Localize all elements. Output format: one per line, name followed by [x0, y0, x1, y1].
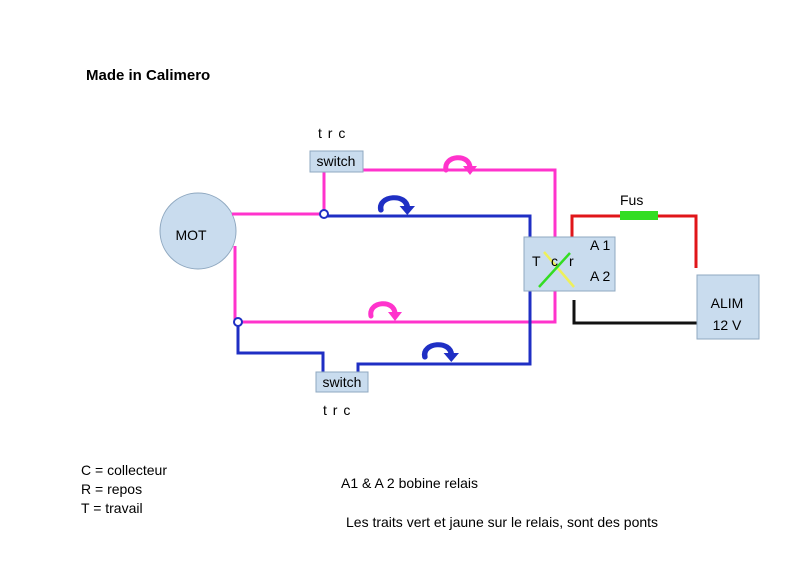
relay-a1-label: A 1	[590, 237, 610, 253]
power-supply-label-2: 12 V	[713, 317, 742, 333]
pink-curved-arrow-icon-bottom	[371, 304, 402, 321]
legend: C = collecteur R = repos T = travail	[81, 461, 167, 518]
pink-wires	[232, 168, 557, 324]
legend-travail: T = travail	[81, 500, 143, 516]
blue-wire-relay-c-down	[356, 290, 532, 376]
switch-top-label: switch	[317, 153, 356, 169]
blue-curved-arrow-icon-bottom	[425, 345, 459, 362]
fuse-label: Fus	[620, 192, 643, 208]
switch-top: t r c switch	[309, 125, 364, 173]
blue-wire-top-to-relay-c	[326, 214, 532, 237]
relay: T c r A 1 A 2	[523, 236, 616, 292]
junction-top	[319, 209, 329, 219]
switch-bottom-terminals: t r c	[323, 402, 351, 418]
switch-top-box	[309, 150, 364, 173]
motor-label: MOT	[175, 227, 207, 243]
relay-c-label: c	[551, 253, 558, 269]
legend-repos: R = repos	[81, 481, 143, 497]
legend-collecteur: C = collecteur	[81, 462, 167, 478]
switch-bottom: switch t r c	[315, 371, 369, 418]
relay-yellow-bridge	[543, 251, 575, 288]
blue-wires	[236, 214, 532, 376]
relay-r-label: r	[569, 253, 574, 269]
black-wire-relay-to-alim	[572, 300, 697, 325]
relay-a2-label: A 2	[590, 268, 610, 284]
junction-bottom	[233, 317, 243, 327]
power-supply: ALIM 12 V	[696, 274, 760, 340]
switch-bottom-box	[315, 371, 369, 393]
blue-curved-arrow-icon-top	[381, 198, 415, 215]
relay-green-bridge	[538, 252, 571, 288]
motor: MOT	[159, 192, 237, 270]
switch-top-terminals: t r c	[318, 125, 346, 141]
power-supply-label-1: ALIM	[711, 295, 744, 311]
switch-bottom-label: switch	[323, 374, 362, 390]
power-supply-box	[696, 274, 760, 340]
blue-wire-left-to-switch	[236, 323, 325, 376]
diagram-title: Made in Calimero	[86, 67, 211, 84]
fuse-element	[620, 211, 658, 220]
red-wire-fuse-to-alim	[655, 214, 698, 268]
note-bridges: Les traits vert et jaune sur le relais, …	[346, 514, 659, 530]
note-coil: A1 & A 2 bobine relais	[341, 475, 478, 491]
relay-t-label: T	[532, 253, 541, 269]
pink-wire-motor-down	[233, 246, 557, 324]
motor-circle	[159, 192, 237, 270]
pink-wire-switch-to-relay-t	[322, 168, 557, 237]
fuse: Fus	[620, 192, 658, 220]
pink-curved-arrow-icon-top	[446, 158, 477, 175]
